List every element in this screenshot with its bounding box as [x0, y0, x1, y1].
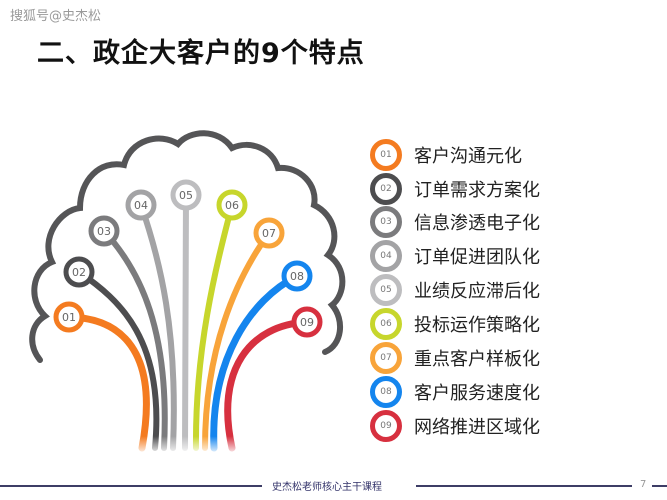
svg-text:02: 02 [72, 266, 86, 279]
page-number: 7 [640, 479, 647, 490]
list-item: 02 订单需求方案化 [370, 173, 540, 205]
list-item: 06 投标运作策略化 [370, 308, 540, 340]
footer-divider-middle [416, 485, 632, 487]
list-item-label: 业绩反应滞后化 [414, 281, 540, 302]
cloud-outline [29, 130, 346, 363]
svg-text:01: 01 [62, 311, 76, 324]
list-item-label: 重点客户样板化 [414, 349, 540, 370]
node-08: 08 [281, 260, 313, 292]
list-item-label: 客户服务速度化 [414, 383, 540, 404]
list-item-label: 信息渗透电子化 [414, 213, 540, 234]
svg-text:03: 03 [97, 225, 111, 238]
number-badge: 03 [370, 206, 402, 238]
number-badge: 08 [370, 376, 402, 408]
number-badge: 09 [370, 410, 402, 442]
list-item: 01 客户沟通元化 [370, 139, 522, 171]
svg-text:09: 09 [300, 316, 314, 329]
node-05: 05 [170, 179, 202, 211]
node-circles: 01 02 03 04 05 06 07 08 09 [53, 179, 323, 338]
node-01: 01 [53, 301, 85, 333]
number-badge: 05 [370, 274, 402, 306]
list-item-label: 网络推进区域化 [414, 417, 540, 438]
list-item-label: 投标运作策略化 [414, 315, 540, 336]
footer-course-title: 史杰松老师核心主干课程 [272, 482, 382, 493]
node-02: 02 [63, 256, 95, 288]
node-06: 06 [216, 189, 248, 221]
node-09: 09 [291, 306, 323, 338]
list-item: 04 订单促进团队化 [370, 240, 540, 272]
list-item-label: 订单促进团队化 [414, 247, 540, 268]
number-badge: 06 [370, 308, 402, 340]
list-item: 03 信息渗透电子化 [370, 206, 540, 238]
list-item-label: 客户沟通元化 [414, 146, 522, 167]
list-item: 05 业绩反应滞后化 [370, 274, 540, 306]
page-title: 二、政企大客户的9个特点 [37, 38, 365, 69]
number-badge: 07 [370, 342, 402, 374]
list-item: 07 重点客户样板化 [370, 342, 540, 374]
node-07: 07 [253, 217, 285, 249]
list-item-label: 订单需求方案化 [414, 180, 540, 201]
svg-text:04: 04 [134, 199, 148, 212]
number-badge: 02 [370, 173, 402, 205]
watermark: 搜狐号@史杰松 [10, 9, 102, 24]
svg-text:06: 06 [225, 199, 239, 212]
list-item: 08 客户服务速度化 [370, 376, 540, 408]
svg-text:07: 07 [262, 227, 276, 240]
node-04: 04 [125, 189, 157, 221]
svg-text:08: 08 [290, 270, 304, 283]
footer-divider-right [652, 485, 667, 487]
footer-divider-left [0, 485, 262, 487]
svg-text:05: 05 [179, 189, 193, 202]
list-item: 09 网络推进区域化 [370, 410, 540, 442]
number-badge: 01 [370, 139, 402, 171]
number-badge: 04 [370, 240, 402, 272]
node-03: 03 [88, 215, 120, 247]
